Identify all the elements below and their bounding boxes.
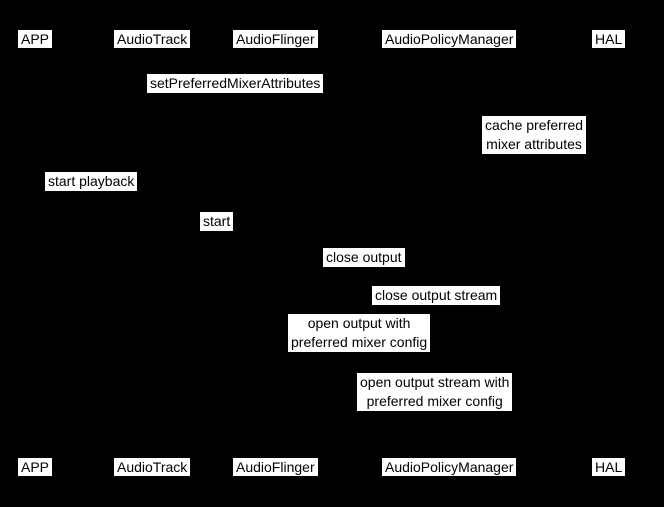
message-open-output-stream-with-preferred-mixer-config: open output stream with preferred mixer … bbox=[357, 373, 513, 411]
participant-top-audioflinger: AudioFlinger bbox=[233, 30, 318, 48]
message-start-playback: start playback bbox=[45, 172, 138, 191]
participant-bottom-audiotrack: AudioTrack bbox=[114, 458, 191, 476]
message-start: start bbox=[200, 212, 234, 231]
participant-top-hal: HAL bbox=[592, 30, 626, 48]
message-open-output-with-preferred-mixer-config: open output with preferred mixer config bbox=[288, 314, 431, 352]
participant-bottom-hal: HAL bbox=[592, 458, 626, 476]
message-close-output: close output bbox=[323, 248, 405, 267]
participant-bottom-app: APP bbox=[18, 458, 53, 476]
participant-bottom-audioflinger: AudioFlinger bbox=[233, 458, 318, 476]
message-set-preferred-mixer-attributes: setPreferredMixerAttributes bbox=[147, 74, 324, 93]
message-cache-preferred-mixer-attributes: cache preferred mixer attributes bbox=[482, 116, 587, 154]
participant-top-audiotrack: AudioTrack bbox=[114, 30, 191, 48]
participant-bottom-audiopolicymanager: AudioPolicyManager bbox=[382, 458, 517, 476]
participant-top-audiopolicymanager: AudioPolicyManager bbox=[382, 30, 517, 48]
message-close-output-stream: close output stream bbox=[372, 286, 501, 305]
participant-top-app: APP bbox=[18, 30, 53, 48]
